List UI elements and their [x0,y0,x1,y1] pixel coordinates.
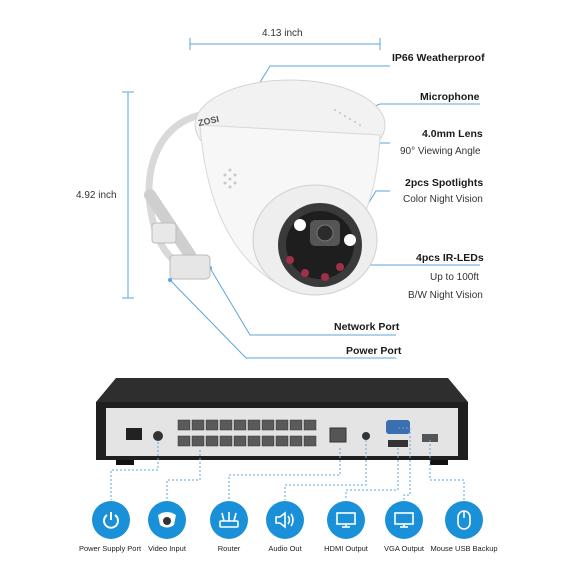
audio-out-label: Audio Out [268,544,302,553]
vga-output-label: VGA Output [383,544,425,553]
vga-output-icon-button [385,501,423,539]
mouse-icon [457,510,471,530]
router-icon-button [210,501,248,539]
feature-ir-range: Up to 100ft [430,272,479,283]
mouse-usb-backup-label: Mouse USB Backup [430,544,498,553]
feature-ir-title: 4pcs IR-LEDs [416,252,484,264]
power-supply-port-label: Power Supply Port [78,544,142,553]
nvr-recorder-image [96,378,468,465]
feature-ip66-title: IP66 Weatherproof [392,52,485,64]
feature-spotlights-detail: Color Night Vision [403,194,483,205]
feature-lens-detail: 90° Viewing Angle [400,146,481,157]
hdmi-output-icon-button [327,501,365,539]
router-label: Router [217,544,241,553]
feature-microphone-title: Microphone [420,91,480,103]
monitor-icon [394,512,414,528]
router-icon [219,512,239,528]
dome-camera-image [144,79,386,296]
width-dimension: 4.13 inch [262,28,303,39]
feature-ir-detail: B/W Night Vision [408,290,483,301]
video-input-icon-button [148,501,186,539]
camera-icon [158,512,176,528]
network-port-label: Network Port [334,321,400,333]
power-icon [103,512,119,529]
audio-out-icon-button [266,501,304,539]
power-supply-port-icon-button [92,501,130,539]
speaker-icon [275,511,294,529]
monitor-icon [336,512,356,528]
feature-lens-title: 4.0mm Lens [422,128,483,140]
power-port-label: Power Port [346,345,402,357]
feature-spotlights-title: 2pcs Spotlights [405,177,484,189]
mouse-usb-icon-button [445,501,483,539]
hdmi-output-label: HDMI Output [324,544,368,553]
video-input-label: Video Input [148,544,186,553]
height-dimension: 4.92 inch [76,190,117,201]
